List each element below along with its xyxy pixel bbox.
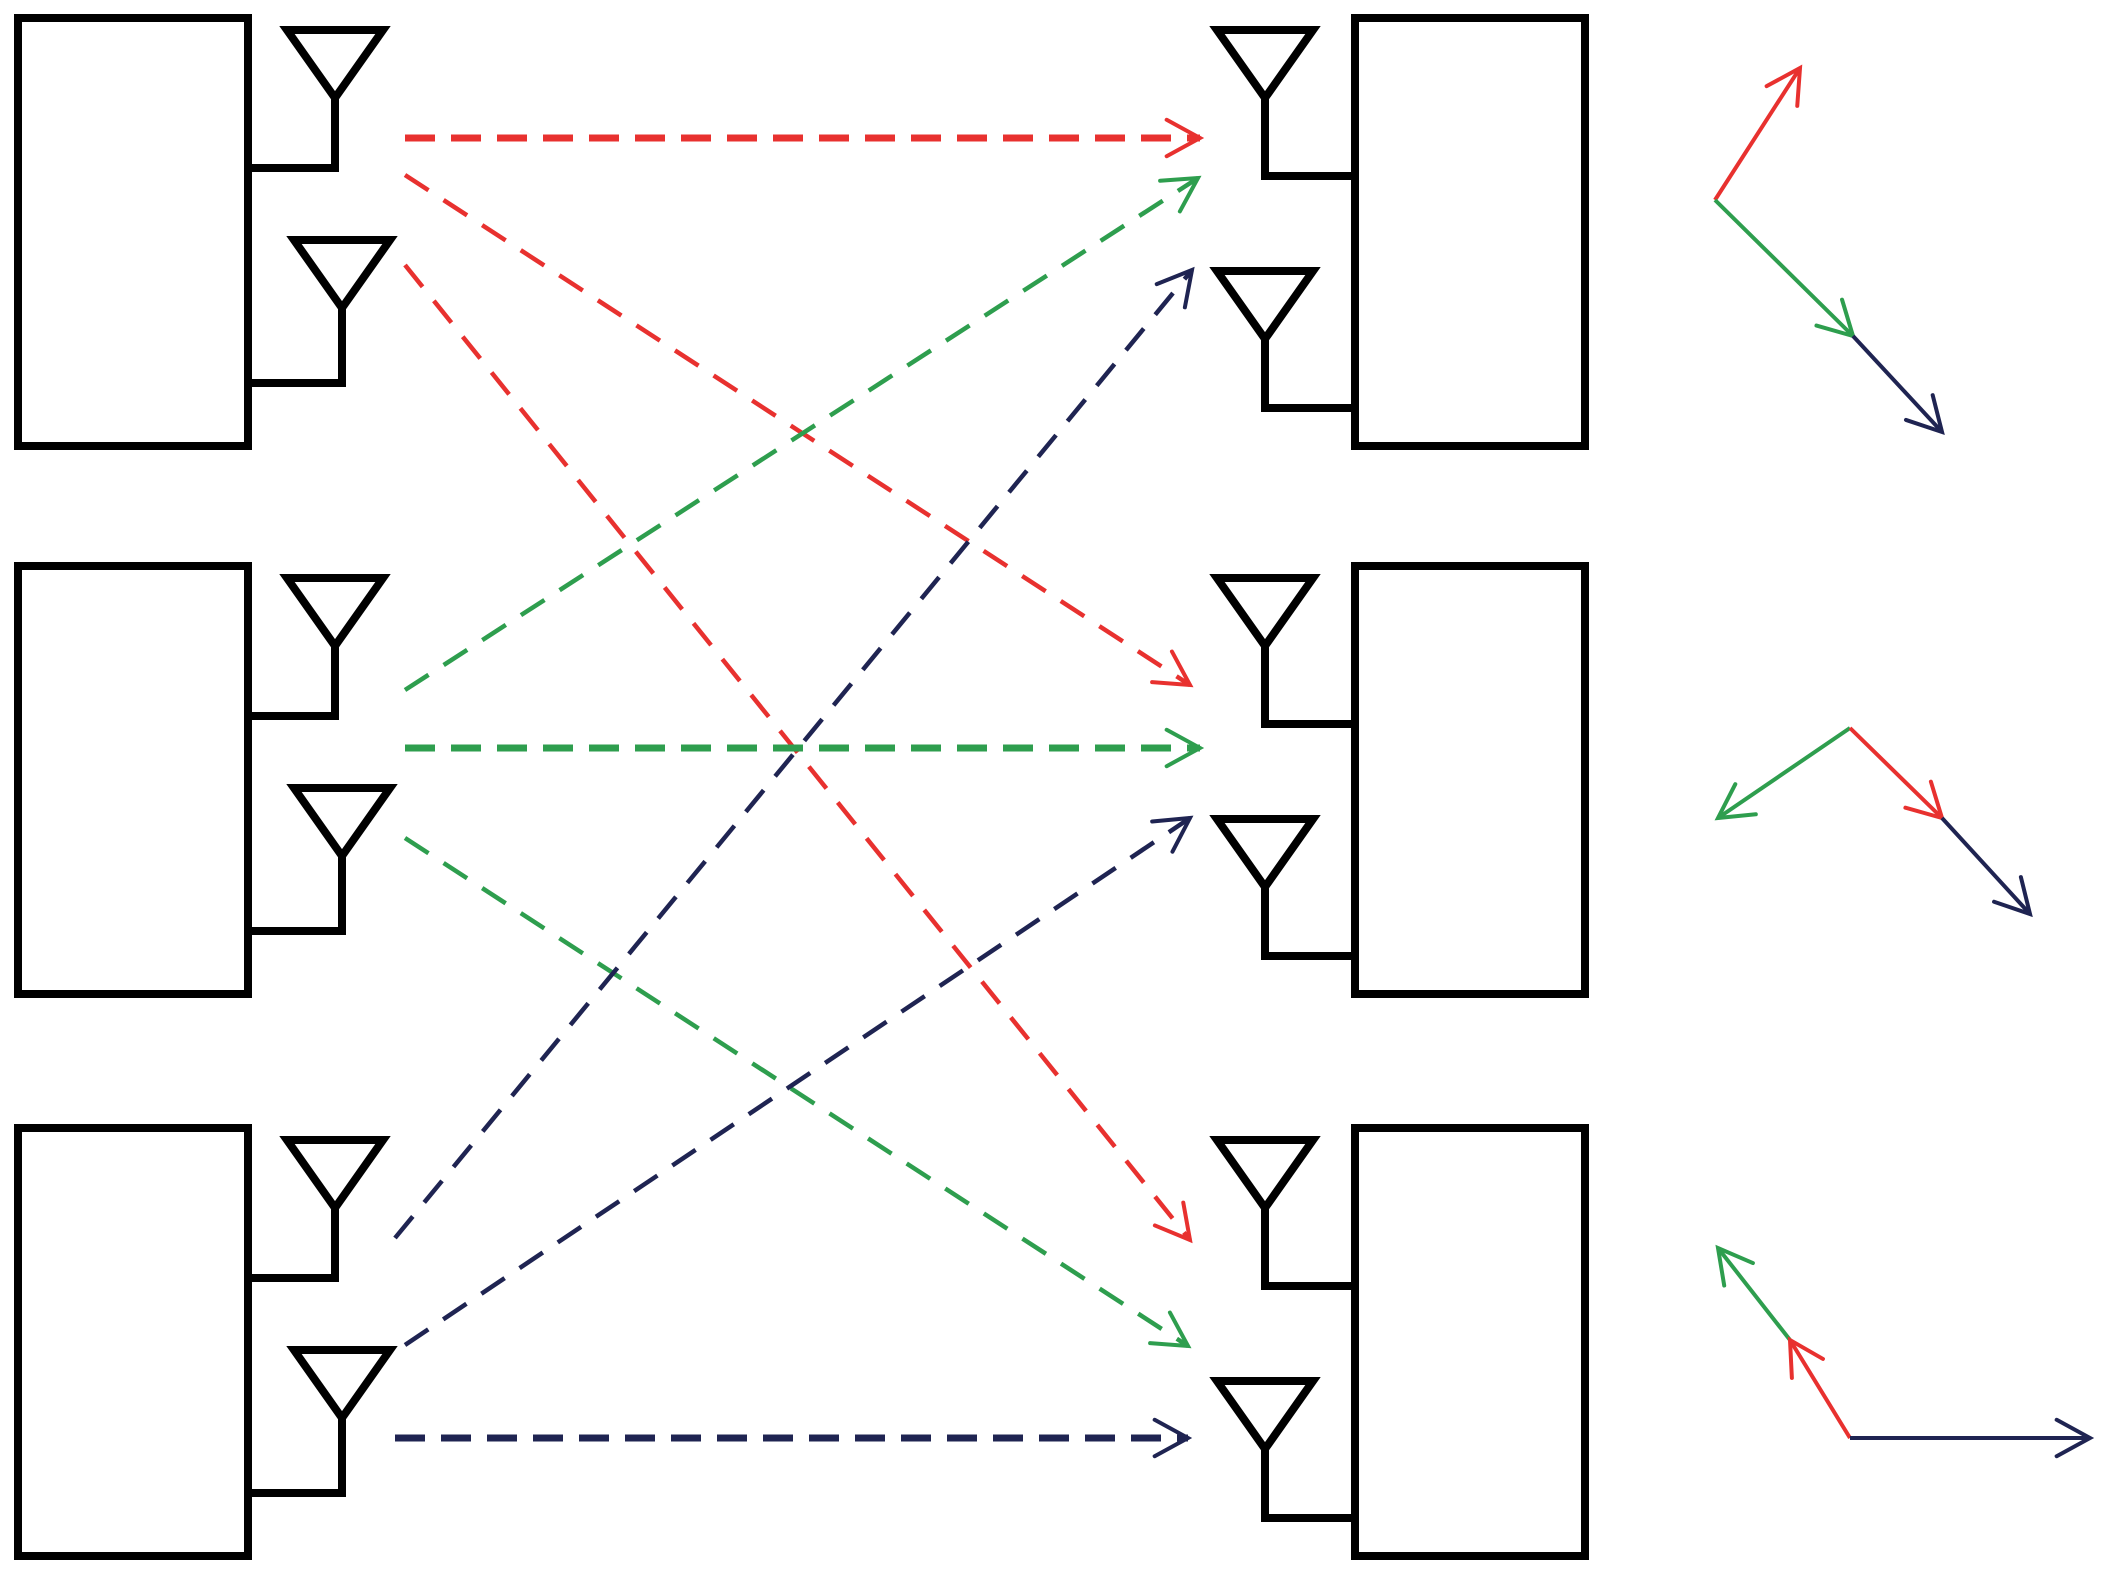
- antenna-icon: [286, 784, 398, 863]
- vector-arrow-head-icon: [1714, 782, 1758, 821]
- arrow-head-icon: [1152, 1417, 1193, 1459]
- antenna-icon: [1209, 574, 1321, 653]
- arrow-head-icon: [1164, 117, 1205, 159]
- vector-arrow-head-icon: [1764, 64, 1803, 108]
- antenna-feed-line: [1261, 339, 1355, 412]
- vector-arrow-head-icon: [2054, 1417, 2095, 1459]
- antenna-feed-line: [1261, 98, 1355, 180]
- node-box-rx1: [1351, 14, 1589, 450]
- node-rx1: [1209, 14, 1589, 450]
- antenna-feed-line: [248, 98, 339, 172]
- node-rx2: [1209, 562, 1589, 998]
- vector-green: [1716, 726, 1852, 820]
- vectors-rx1: [1713, 64, 1945, 436]
- antenna-feed-line: [248, 646, 339, 720]
- node-box-tx2: [14, 562, 252, 998]
- vector-arrow-head-icon: [1787, 1336, 1825, 1380]
- link-tx2-rx2: [405, 727, 1205, 769]
- link-tx1-rx1: [405, 117, 1205, 159]
- link-line: [403, 816, 1192, 1347]
- antenna-feed-line: [1261, 646, 1355, 728]
- antenna-icon: [279, 1136, 391, 1215]
- arrow-head-icon: [1150, 649, 1194, 688]
- vector-navy: [1851, 334, 1944, 434]
- node-tx2: [14, 562, 398, 998]
- arrow-head-icon: [1164, 727, 1205, 769]
- arrow-head-icon: [1154, 266, 1195, 310]
- antenna-feed-line: [1261, 1208, 1355, 1290]
- link-line: [403, 836, 1190, 1348]
- antenna-icon: [1209, 26, 1321, 105]
- antenna-feed-line: [1261, 1449, 1355, 1522]
- antenna-feed-line: [248, 1418, 346, 1497]
- link-line: [403, 173, 1192, 687]
- node-box-tx1: [14, 14, 252, 450]
- antenna-icon: [1209, 267, 1321, 346]
- link-tx1-rx3: [403, 263, 1193, 1244]
- vector-arrow-head-icon: [1715, 1244, 1755, 1288]
- links-layer: [393, 117, 1205, 1459]
- vector-arrow-head-icon: [1903, 393, 1945, 436]
- vectors-layer: [1713, 64, 2095, 1459]
- arrow-head-icon: [1148, 1310, 1192, 1349]
- link-tx1-rx2: [403, 173, 1194, 688]
- antenna-feed-line: [248, 1208, 339, 1282]
- vector-red: [1713, 66, 1802, 202]
- link-tx3-rx1: [393, 266, 1195, 1240]
- link-tx3-rx2: [403, 815, 1194, 1347]
- node-rx3: [1209, 1124, 1589, 1560]
- link-line: [403, 176, 1200, 692]
- arrow-head-icon: [1158, 175, 1202, 214]
- vectors-rx3: [1715, 1244, 2095, 1459]
- link-tx2-rx3: [403, 836, 1192, 1349]
- vector-arrow-head-icon: [1992, 875, 2033, 918]
- antenna-feed-line: [248, 856, 346, 935]
- node-tx3: [14, 1124, 398, 1560]
- vector-green: [1716, 1246, 1792, 1342]
- link-line: [403, 263, 1192, 1242]
- link-tx3-rx3: [395, 1417, 1193, 1459]
- antenna-icon: [286, 1346, 398, 1425]
- antenna-icon: [279, 574, 391, 653]
- antenna-feed-line: [248, 308, 346, 387]
- antenna-feed-line: [1261, 887, 1355, 960]
- link-line: [393, 268, 1194, 1240]
- vector-navy: [1940, 816, 2032, 916]
- vector-red: [1848, 726, 1944, 820]
- vector-red: [1788, 1338, 1852, 1440]
- node-box-tx3: [14, 1124, 252, 1560]
- node-tx1: [14, 14, 398, 450]
- antenna-icon: [279, 26, 391, 105]
- antenna-icon: [1209, 815, 1321, 894]
- vector-green: [1713, 198, 1855, 338]
- antenna-icon: [286, 236, 398, 315]
- link-tx2-rx1: [403, 175, 1202, 692]
- nodes-layer: [14, 14, 1589, 1560]
- arrow-head-icon: [1150, 815, 1194, 854]
- vectors-rx2: [1714, 726, 2033, 918]
- arrow-head-icon: [1152, 1200, 1193, 1244]
- antenna-icon: [1209, 1377, 1321, 1456]
- node-box-rx2: [1351, 562, 1589, 998]
- node-box-rx3: [1351, 1124, 1589, 1560]
- antenna-icon: [1209, 1136, 1321, 1215]
